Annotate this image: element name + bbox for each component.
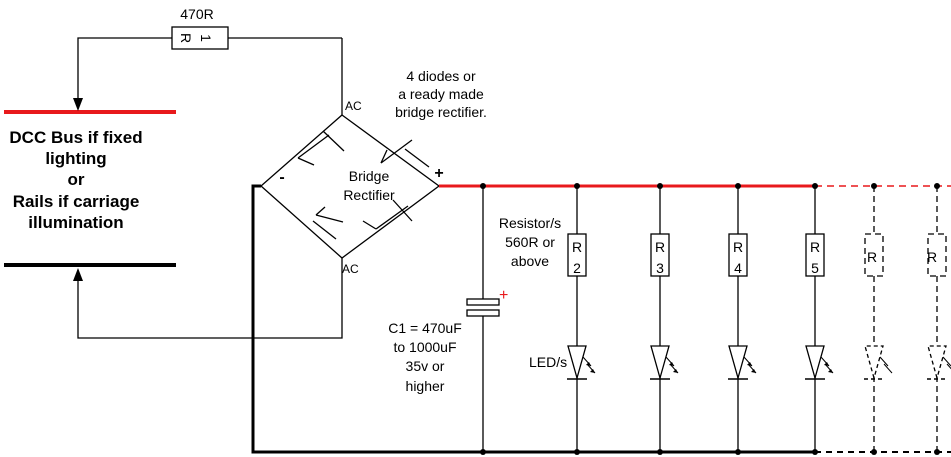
bridge-name-line2: Rectifier [343, 187, 395, 203]
resistor-r3-number: 3 [656, 260, 664, 276]
led-branch-r2 [566, 185, 596, 453]
bridge-diode-top-left [297, 130, 345, 166]
resistor-r4-letter: R [733, 239, 743, 255]
junction-dots [480, 183, 940, 455]
negative-rail [251, 184, 815, 454]
resistor-optional-1-letter: R [867, 249, 877, 265]
bridge-name-line1: Bridge [349, 168, 390, 184]
led-branch-optional-2 [926, 185, 951, 453]
capacitor-c1 [466, 186, 500, 452]
resistor-optional-2-letter: R [927, 249, 937, 265]
resistor-r1 [171, 26, 229, 50]
bus-note-line1: DCC Bus if fixed [9, 128, 142, 147]
bridge-diode-bottom-right [362, 199, 413, 230]
cap-note-line1: C1 = 470uF [388, 320, 462, 336]
cap-note-line3: 35v or [406, 358, 445, 374]
plus-terminal-label: + [434, 165, 443, 182]
bus-note-line3: or [68, 170, 85, 189]
feed-wire-bottom [77, 258, 343, 339]
led-branch-r5 [804, 185, 834, 453]
resistor-r2-letter: R [572, 239, 582, 255]
bus-tap-arrow-bottom [73, 268, 83, 281]
diodes-note-line1: 4 diodes or [406, 68, 476, 84]
led-branch-optional-1 [863, 185, 893, 453]
bridge-diode-bottom-left [312, 206, 344, 240]
diodes-note-line3: bridge rectifier. [395, 104, 487, 120]
bridge-diode-top-right [380, 139, 430, 168]
resistor-r4-number: 4 [734, 260, 742, 276]
resistor-note-line3: above [511, 253, 549, 269]
led-branch-r3 [649, 185, 679, 453]
resistor-r5-letter: R [810, 239, 820, 255]
bus-note-line5: illumination [28, 213, 123, 232]
resistor-r2-number: 2 [573, 260, 581, 276]
led-note: LED/s [529, 354, 567, 370]
r1-value-label: 470R [180, 6, 213, 22]
r1-number: 1 [198, 34, 214, 42]
bridge-rectifier [260, 114, 441, 259]
bus-note-line4: Rails if carriage [13, 192, 140, 211]
r1-letter: R [178, 33, 194, 43]
cap-note-line4: higher [406, 378, 445, 394]
diodes-note-line2: a ready made [398, 86, 484, 102]
ac-label-bottom: AC [342, 262, 359, 276]
cap-note-line2: to 1000uF [393, 339, 456, 355]
ac-label-top: AC [345, 99, 362, 113]
resistor-note-line1: Resistor/s [499, 215, 561, 231]
capacitor-plus-mark: + [499, 287, 508, 304]
bus-tap-arrow-top [73, 98, 83, 111]
resistor-r5-number: 5 [811, 260, 819, 276]
led-branch-r4 [727, 185, 757, 453]
resistor-r3-letter: R [655, 239, 665, 255]
feed-wire-top [77, 37, 343, 115]
minus-terminal-label: - [279, 169, 284, 186]
resistor-note-line2: 560R or [505, 234, 555, 250]
bus-note-line2: lighting [45, 149, 106, 168]
